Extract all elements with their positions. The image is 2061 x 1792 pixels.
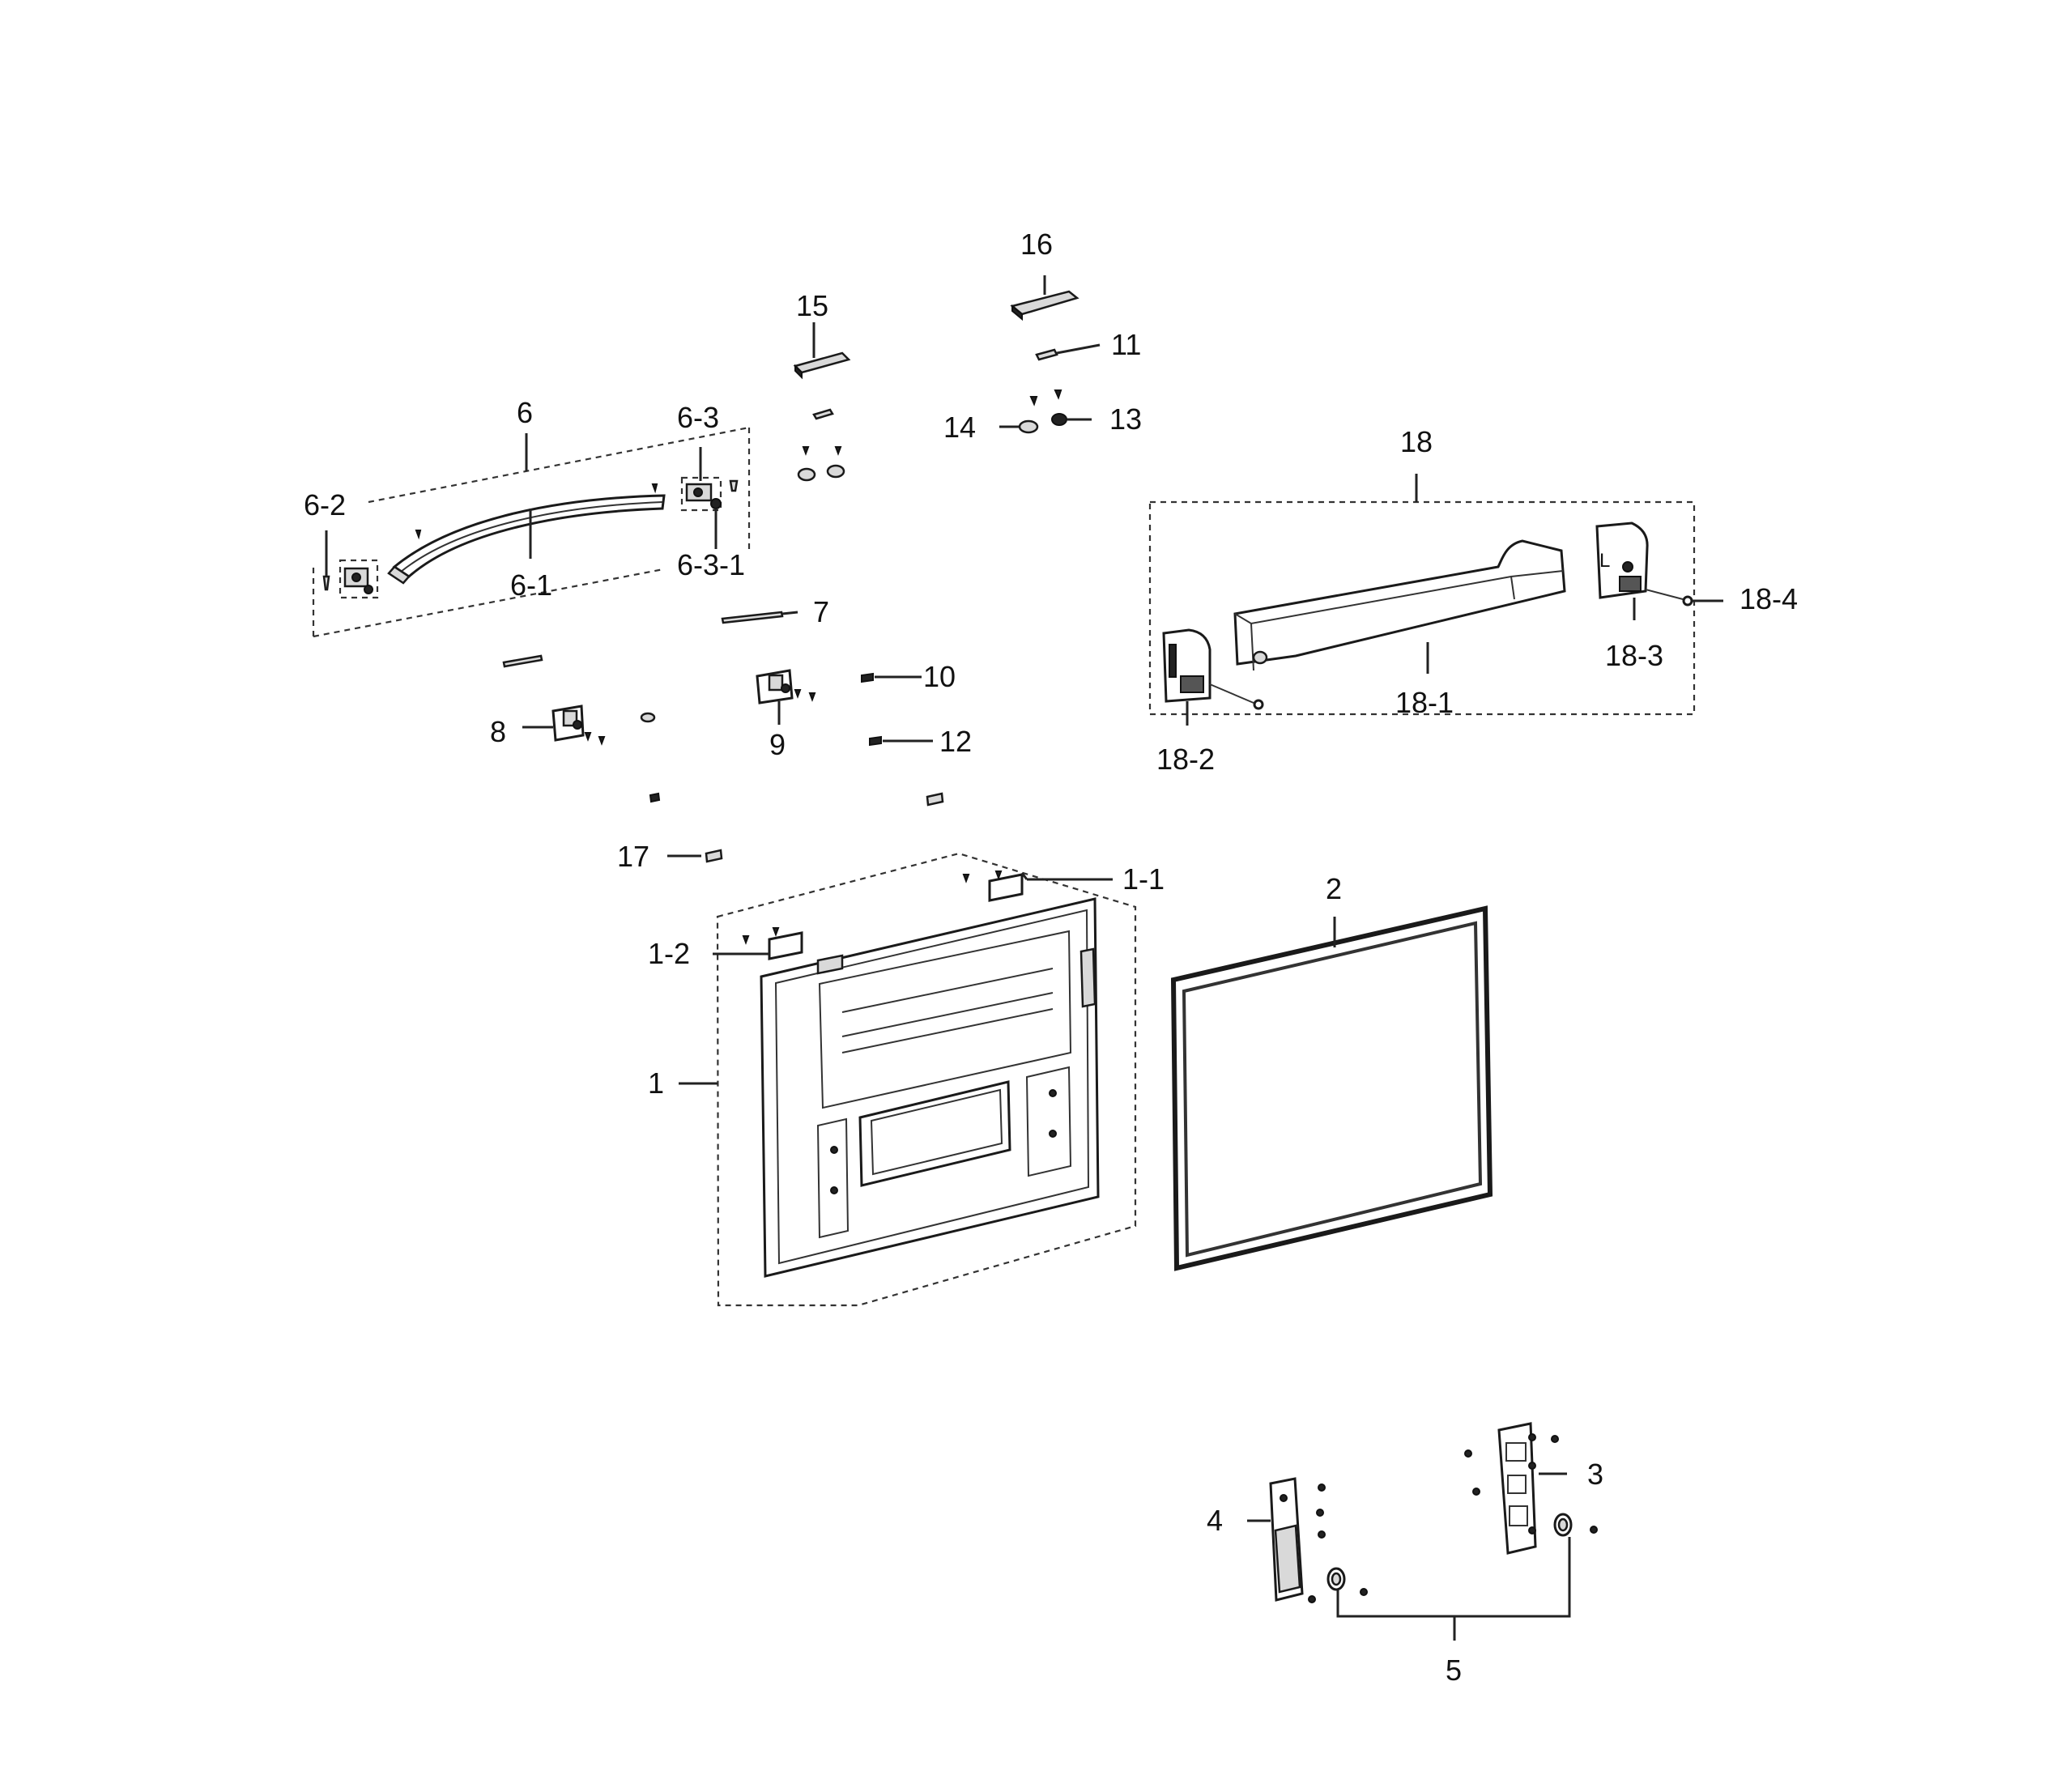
label-6-2: 6-2 [304,488,346,521]
part-9-hinge [756,669,816,725]
label-14: 14 [943,411,976,444]
part-16-cover [1010,275,1079,321]
part-8-hinge [522,704,606,746]
label-1-2: 1-2 [648,937,690,970]
label-16: 16 [1020,228,1053,261]
label-18-3: 18-3 [1605,639,1663,672]
part-18-3-end-cap: L [1595,521,1723,620]
part-small-pin [649,792,661,803]
label-8: 8 [490,715,506,748]
part-15-pins [797,408,845,482]
label-4: 4 [1207,1504,1223,1537]
part-18-2-end-cap [1162,628,1264,726]
label-6-3-1: 6-3-1 [677,548,745,581]
part-5-rollers [1326,1513,1573,1641]
label-7: 7 [813,595,829,628]
part-6-1-handle [387,494,666,585]
label-3: 3 [1587,1458,1603,1491]
label-5: 5 [1446,1654,1462,1687]
part-small-nut [640,712,656,723]
label-13: 13 [1109,402,1142,436]
label-12: 12 [939,725,972,758]
part-rod-left [502,654,543,668]
part-1-2-bracket [713,927,803,960]
bin-side-mark: L [1599,550,1610,572]
label-17: 17 [617,840,649,873]
part-3-hinge-bracket [1464,1422,1598,1555]
part-17-clip [667,849,723,863]
label-1-1: 1-1 [1122,862,1165,896]
label-6-3: 6-3 [677,401,719,434]
part-18-group-outline [1148,474,1696,716]
part-6-group-outline [312,426,751,638]
label-11: 11 [1111,328,1141,361]
label-15: 15 [796,289,828,322]
part-small-clip [926,792,944,807]
label-2: 2 [1326,872,1342,905]
label-6: 6 [517,396,533,429]
part-11-pin [1035,343,1101,361]
part-6-3-bracket [651,447,739,549]
part-6-2-bracket [339,559,379,599]
part-7-rod [721,611,798,624]
label-18-2: 18-2 [1156,743,1215,776]
part-1-group-outline [716,852,1137,1307]
label-18-1: 18-1 [1395,686,1454,719]
part-13-14-hardware [999,389,1092,434]
part-6-2-screw [322,530,330,591]
part-2-gasket [1170,905,1493,1271]
part-4-hinge-bracket [1247,1477,1326,1603]
part-18-1-bin [1233,539,1566,674]
label-10: 10 [923,660,956,693]
part-15-cover [793,322,851,380]
label-9: 9 [769,728,786,761]
part-1-door-panel [760,897,1100,1278]
label-18: 18 [1400,425,1433,458]
label-18-4: 18-4 [1740,582,1798,615]
label-6-1: 6-1 [510,568,552,602]
part-12-screw [869,735,933,747]
part-1-1-bracket [962,870,1113,902]
part-10-screw [861,672,922,683]
label-1: 1 [648,1066,664,1100]
